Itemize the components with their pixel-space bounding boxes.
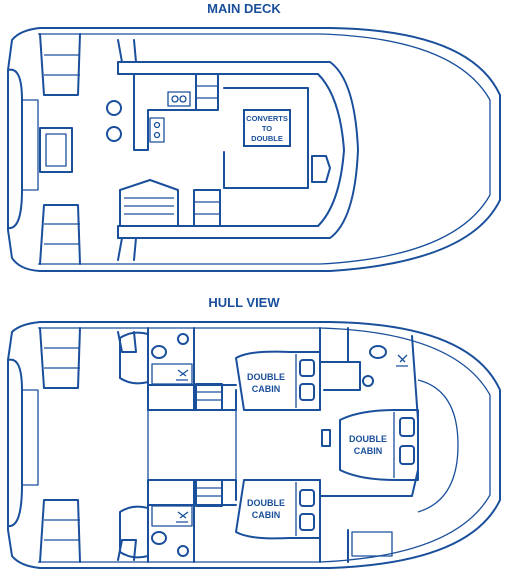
sofa-label-line: CONVERTS <box>246 114 288 123</box>
sink-icon <box>177 333 189 345</box>
stove-icon <box>167 91 191 107</box>
sink-bowl <box>153 121 161 129</box>
galley-counter <box>133 73 197 151</box>
main-deck-plan: CONVERTS TO DOUBLE <box>7 27 501 272</box>
transom-platform <box>22 99 39 191</box>
cabin-label-line: DOUBLE <box>247 498 285 508</box>
hull-view-outline <box>7 321 501 569</box>
transom-port-step <box>7 68 23 230</box>
toilet-icon <box>151 531 167 545</box>
shower-icon <box>396 354 408 367</box>
sink-icon <box>362 375 374 387</box>
aft-port-stairs <box>39 33 81 96</box>
toilet-icon <box>151 345 167 359</box>
burner <box>171 95 179 103</box>
starboard-bow-rail <box>117 237 137 261</box>
port-forward-bulkhead <box>347 327 419 421</box>
burner <box>179 95 187 103</box>
cabin-label-line: CABIN <box>252 384 281 394</box>
pillow-icon <box>399 417 415 437</box>
center-step <box>321 429 331 447</box>
port-head-aft <box>119 331 149 385</box>
shower-aft-starboard <box>151 505 193 527</box>
cabin-label-line: DOUBLE <box>349 434 387 444</box>
port-bow-rail <box>117 39 137 63</box>
hull-view-inner-outline <box>38 327 491 563</box>
cabin-label-line: DOUBLE <box>247 372 285 382</box>
forward-cabin-curve <box>417 379 459 513</box>
sofa-converts-to-double <box>243 109 291 147</box>
salon-walls <box>117 61 345 239</box>
starboard-forward-bulkhead <box>319 469 419 563</box>
hull-aft-stairs-starboard <box>39 499 81 563</box>
forward-stairs-top <box>195 73 219 111</box>
starboard-hull-stairs <box>195 479 223 507</box>
helm-seat <box>311 155 331 183</box>
port-hull-stairs <box>195 383 223 411</box>
pillow-icon <box>299 359 315 377</box>
hull-port-bow-rail <box>117 331 137 353</box>
port-head-forward <box>319 327 361 411</box>
pillow-icon <box>399 445 415 465</box>
shower-icon <box>176 511 189 523</box>
main-deck-title: MAIN DECK <box>207 1 281 16</box>
main-deck-inner-outline <box>38 33 491 265</box>
cockpit-chair <box>106 100 122 116</box>
cockpit-bench-cushion <box>45 133 67 167</box>
hull-transom-platform <box>22 389 39 486</box>
shower-aft-port <box>151 363 193 385</box>
hull-view-plan: DOUBLE CABIN DOUBLE CABIN DOUBLE CABIN <box>7 321 501 569</box>
salon-outer-wall <box>117 61 359 239</box>
hull-view-title: HULL VIEW <box>208 295 280 310</box>
cockpit-chair <box>106 126 122 142</box>
double-cabin-forward <box>339 409 419 481</box>
hull-starboard-bow-rail <box>117 539 137 561</box>
sofa-label-line: TO <box>262 124 272 133</box>
starboard-stairs <box>119 179 179 227</box>
shower-icon <box>176 369 189 381</box>
starboard-forward-locker <box>351 531 393 557</box>
aft-starboard-stairs <box>39 204 81 265</box>
toilet-icon <box>369 345 387 359</box>
starboard-head-aft <box>119 505 149 559</box>
sink-bowl <box>153 131 161 139</box>
pillow-icon <box>299 489 315 507</box>
cabin-label-line: CABIN <box>354 446 383 456</box>
cockpit-bench <box>39 127 73 173</box>
hull-aft-stairs-port <box>39 327 81 389</box>
forward-starboard-stairs <box>193 189 221 227</box>
sink-icon <box>177 545 189 557</box>
salon-sofa <box>223 87 309 189</box>
sink-icon <box>149 117 165 143</box>
sofa-label-line: DOUBLE <box>251 134 283 143</box>
hull-transom-port <box>7 358 23 528</box>
main-deck-hull-outline <box>7 27 501 272</box>
pillow-icon <box>299 383 315 401</box>
cabin-label-line: CABIN <box>252 510 281 520</box>
pillow-icon <box>299 513 315 531</box>
